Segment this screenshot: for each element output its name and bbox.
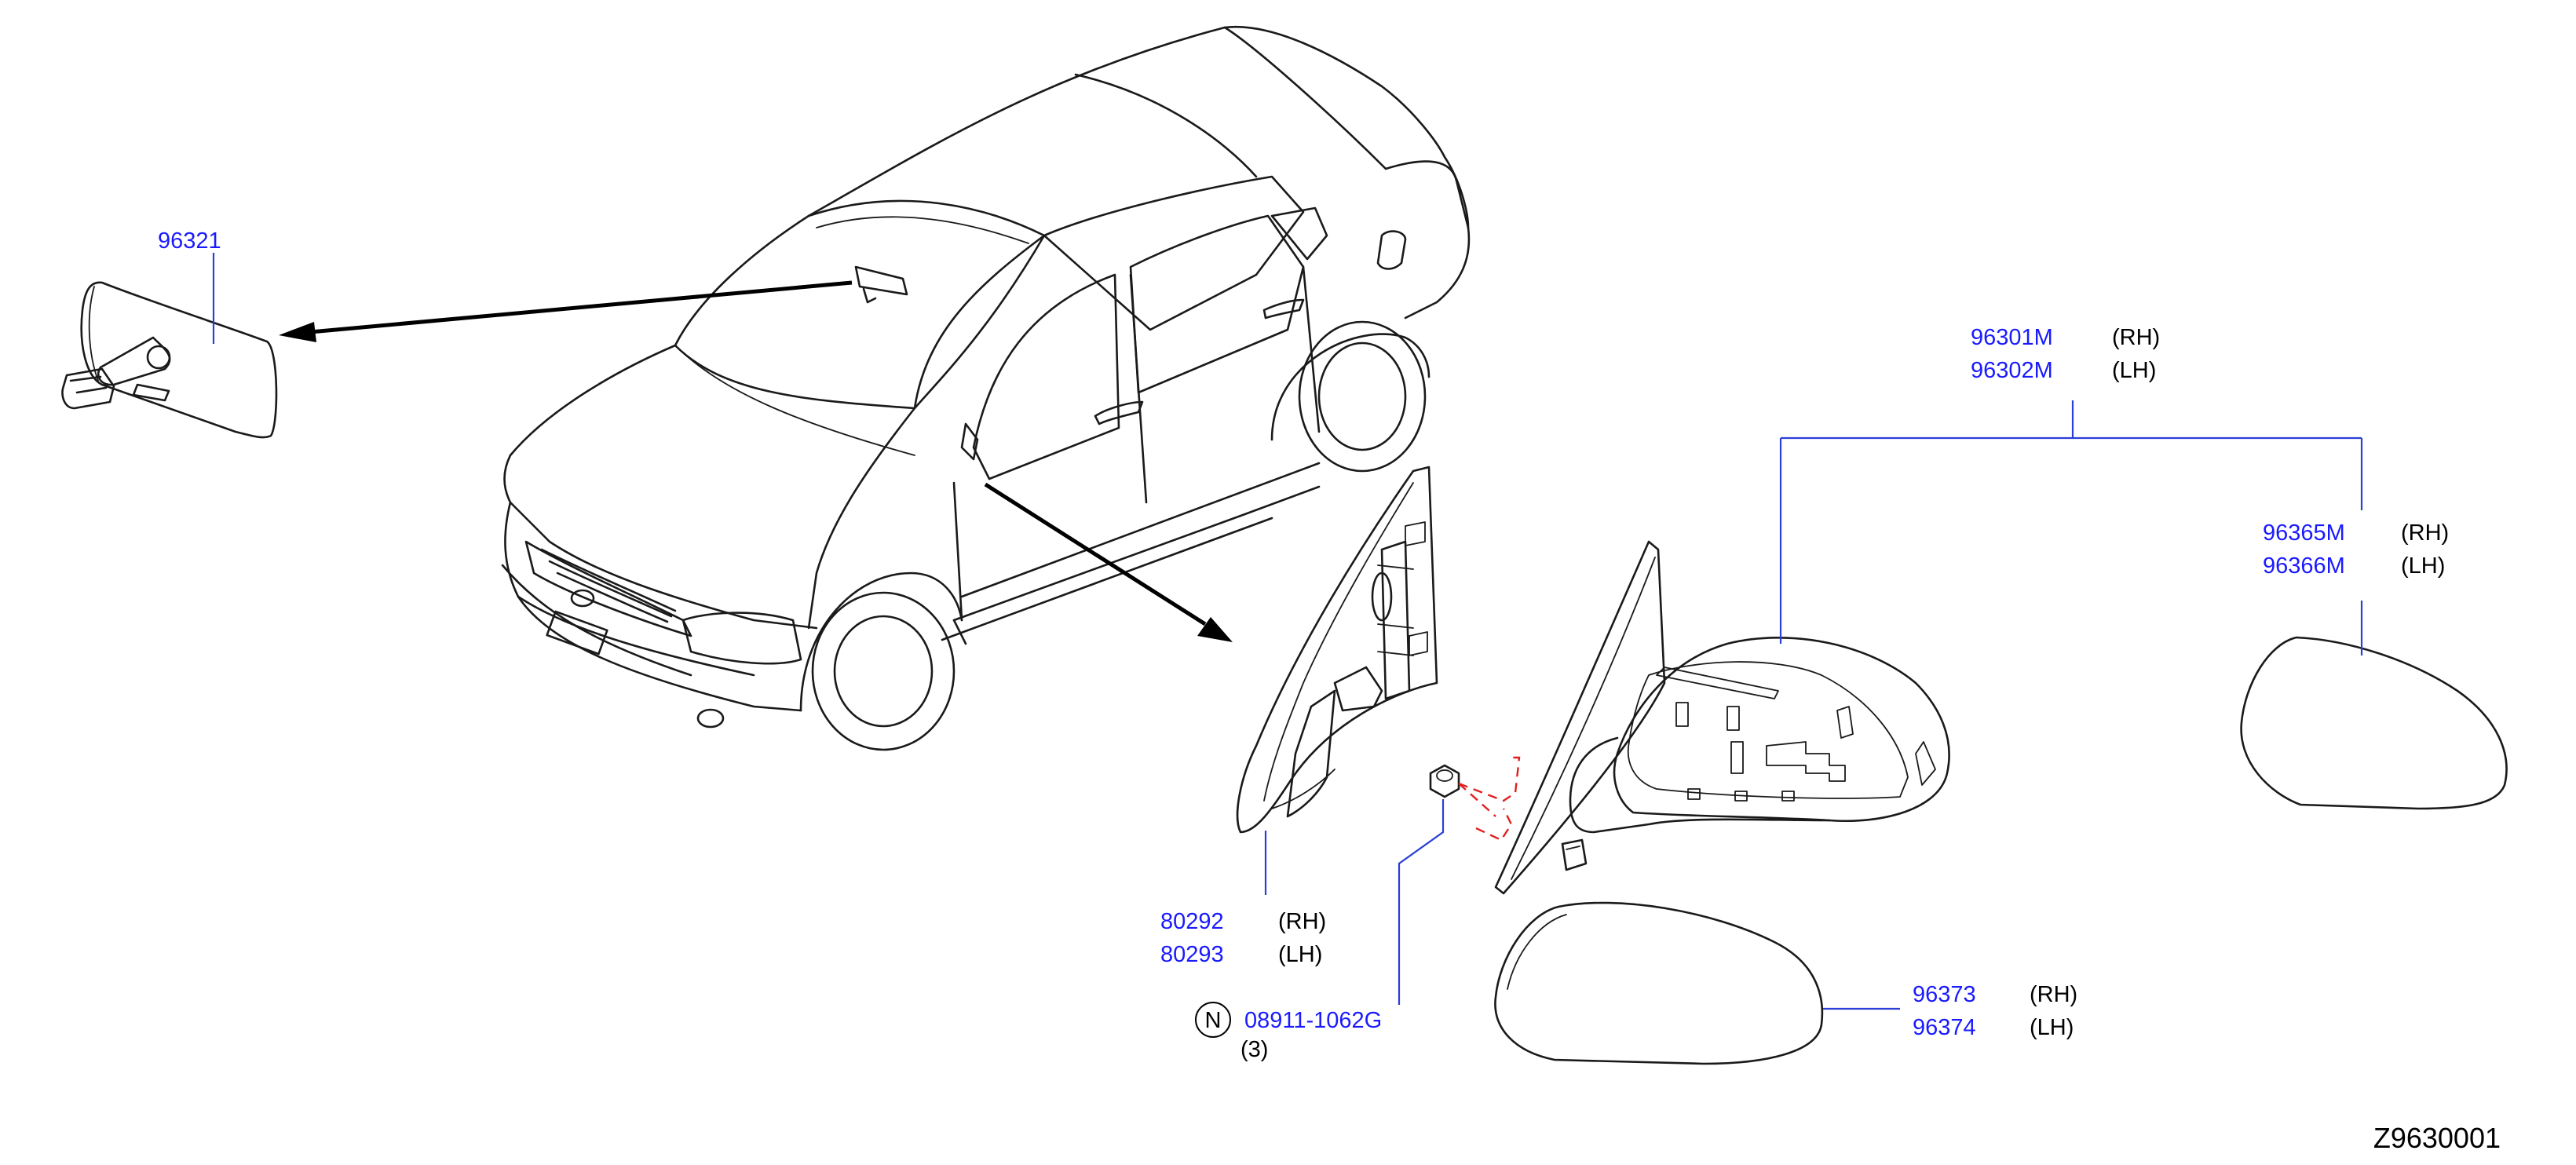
door-mirror-callout: 96301M (RH) 96302M (LH) [1971, 325, 2160, 383]
door-mirror-arrowhead [1197, 617, 1233, 642]
door-mirror-arrow [984, 482, 1207, 626]
door-mirror-rh-side: (RH) [2112, 325, 2160, 350]
nut-leader [1398, 799, 1445, 1005]
mirror-glass-part [2240, 636, 2508, 810]
mirror-cover-rh-side: (RH) [2030, 982, 2077, 1007]
inside-mirror-arrowhead [279, 322, 316, 342]
corner-finisher-callout: 80292 (RH) 80293 (LH) [1160, 909, 1326, 967]
nut-symbol: N [1205, 1008, 1222, 1033]
corner-finisher-rh-part: 80292 [1160, 909, 1224, 934]
door-mirror-bracket [1779, 400, 2363, 644]
corner-finisher-lh-part: 80293 [1160, 942, 1224, 967]
nut-symbol-circle [1195, 1002, 1231, 1038]
mirror-glass-lh-part: 96366M [2263, 553, 2345, 579]
door-mirror-assembly [1494, 540, 1950, 895]
inside-rear-view-mirror [61, 281, 278, 439]
corner-finisher-rh-side: (RH) [1278, 909, 1326, 934]
car-illustration [501, 25, 1471, 751]
door-mirror-rh-part: 96301M [1971, 325, 2053, 350]
nut-callout: N 08911-1062G (3) [1195, 1002, 1382, 1062]
fastener-guide-lines [1458, 756, 1521, 842]
inside-mirror-part-number: 96321 [158, 228, 221, 254]
mirror-cover-part [1494, 901, 1824, 1065]
door-mirror-lh-part: 96302M [1971, 358, 2053, 383]
mirror-glass-rh-side: (RH) [2401, 520, 2449, 546]
corner-finisher-lh-side: (LH) [1278, 942, 1322, 967]
mirror-cover-callout: 96373 (RH) 96374 (LH) [1913, 982, 2077, 1040]
mirror-cover-rh-part: 96373 [1913, 982, 1976, 1007]
mirror-glass-callout: 96365M (RH) 96366M (LH) [2263, 520, 2449, 579]
diagram-id: Z9630001 [2373, 1122, 2501, 1154]
mirror-glass-rh-part: 96365M [2263, 520, 2345, 546]
door-mirror-lh-side: (LH) [2112, 358, 2156, 383]
inside-mirror-arrow [309, 280, 853, 334]
mirror-cover-lh-part: 96374 [1913, 1015, 1976, 1040]
nut-part-number: 08911-1062G [1244, 1008, 1382, 1033]
mirror-cover-lh-side: (LH) [2030, 1015, 2074, 1040]
location-arrows [279, 280, 1233, 642]
nut-quantity: (3) [1240, 1037, 1268, 1062]
mirror-glass-lh-side: (LH) [2401, 553, 2445, 579]
nut-part [1429, 764, 1460, 798]
corner-finisher-part [1236, 466, 1438, 834]
